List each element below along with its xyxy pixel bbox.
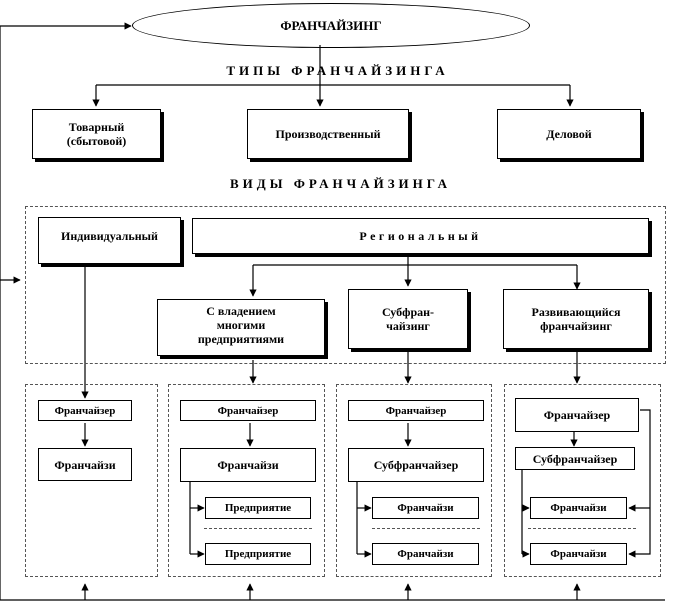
subfranchisor-box-3: Субфранчайзер <box>348 448 484 482</box>
column-subfranchising <box>336 384 492 577</box>
enterprise-box-2a: Предприятие <box>205 497 311 519</box>
individual-box: Индивидуальный <box>38 217 181 264</box>
column-multi-enterprise <box>168 384 325 577</box>
franchisor-box-2: Франчайзер <box>180 400 316 421</box>
franchisor-box-1: Франчайзер <box>38 400 132 421</box>
types-heading: ТИПЫ ФРАНЧАЙЗИНГА <box>226 63 449 78</box>
type-box-goods: Товарный (сбытовой) <box>32 109 161 159</box>
subtype-multi-enterprise: С владением многими предприятиями <box>157 299 325 356</box>
root-node: ФРАНЧАЙЗИНГ <box>132 3 530 48</box>
subtype-developing: Развивающийся франчайзинг <box>503 289 649 349</box>
item-separator <box>204 528 312 529</box>
regional-box: Региональный <box>192 218 649 254</box>
franchisee-box-4a: Франчайзи <box>530 497 627 519</box>
franchisor-box-3: Франчайзер <box>348 400 484 421</box>
franchisor-box-4: Франчайзер <box>515 398 639 432</box>
franchisee-box-4b: Франчайзи <box>530 543 627 565</box>
column-developing <box>504 384 661 577</box>
franchisee-box-1: Франчайзи <box>38 448 132 481</box>
type-box-production: Производственный <box>247 109 409 159</box>
kinds-heading: ВИДЫ ФРАНЧАЙЗИНГА <box>229 176 452 191</box>
franchisee-box-3b: Франчайзи <box>372 543 479 565</box>
item-separator <box>528 528 636 529</box>
enterprise-box-2b: Предприятие <box>205 543 311 565</box>
subtype-subfranchising: Субфран- чайзинг <box>348 289 468 349</box>
subfranchisor-box-4: Субфранчайзер <box>515 447 635 470</box>
franchisee-box-3a: Франчайзи <box>372 497 479 519</box>
item-separator <box>372 528 480 529</box>
column-individual <box>25 384 158 577</box>
kinds-group <box>25 206 666 364</box>
type-box-business: Деловой <box>497 109 641 159</box>
franchisee-box-2: Франчайзи <box>180 448 316 482</box>
